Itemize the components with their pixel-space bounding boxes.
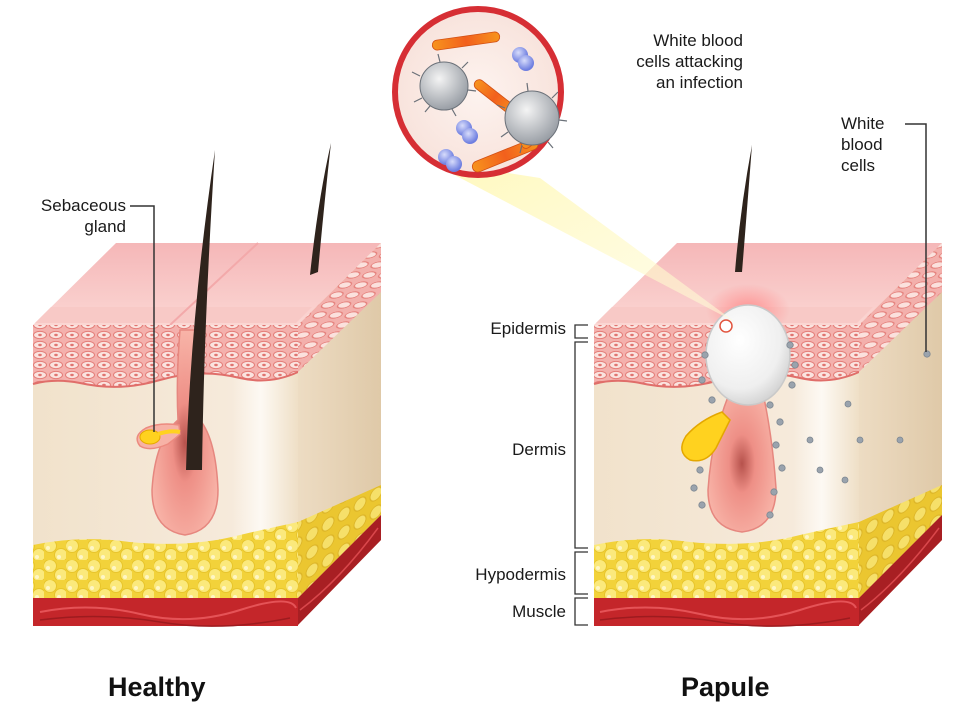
hair-strand-2	[310, 143, 331, 275]
hair-strand-right	[735, 145, 752, 272]
hair-strand	[186, 150, 215, 470]
muscle-layer-right	[594, 598, 859, 626]
wbc-attacking-label: White blood cells attacking an infection	[636, 31, 743, 92]
dermis-label: Dermis	[512, 440, 566, 459]
healthy-skin-block	[32, 143, 381, 627]
caption-healthy: Healthy	[108, 672, 206, 702]
epidermis-label: Epidermis	[490, 319, 566, 338]
epidermis-layer	[33, 325, 298, 387]
white-blood-cell-large	[419, 61, 560, 146]
skin-surface-top-right	[594, 243, 942, 325]
muscle-layer	[33, 598, 298, 626]
white-blood-cells-label: White blood cells	[841, 114, 885, 175]
caption-papule: Papule	[681, 672, 770, 702]
sebaceous-gland-label: Sebaceous gland	[40, 196, 126, 236]
magnifier-beam	[426, 160, 735, 322]
muscle-label: Muscle	[512, 602, 566, 621]
papule-skin-block	[593, 123, 942, 627]
white-blood-cell-dots	[690, 341, 931, 519]
hypodermis-label: Hypodermis	[475, 565, 566, 584]
fat-layer	[33, 522, 298, 598]
white-blood-cells-leader-line	[905, 123, 927, 352]
sebaceous-gland-right	[681, 411, 731, 462]
sebaceous-leader-line	[130, 205, 155, 432]
fat-layer-right	[594, 522, 859, 598]
magnified-inset	[392, 6, 735, 322]
blue-cells	[438, 47, 534, 172]
